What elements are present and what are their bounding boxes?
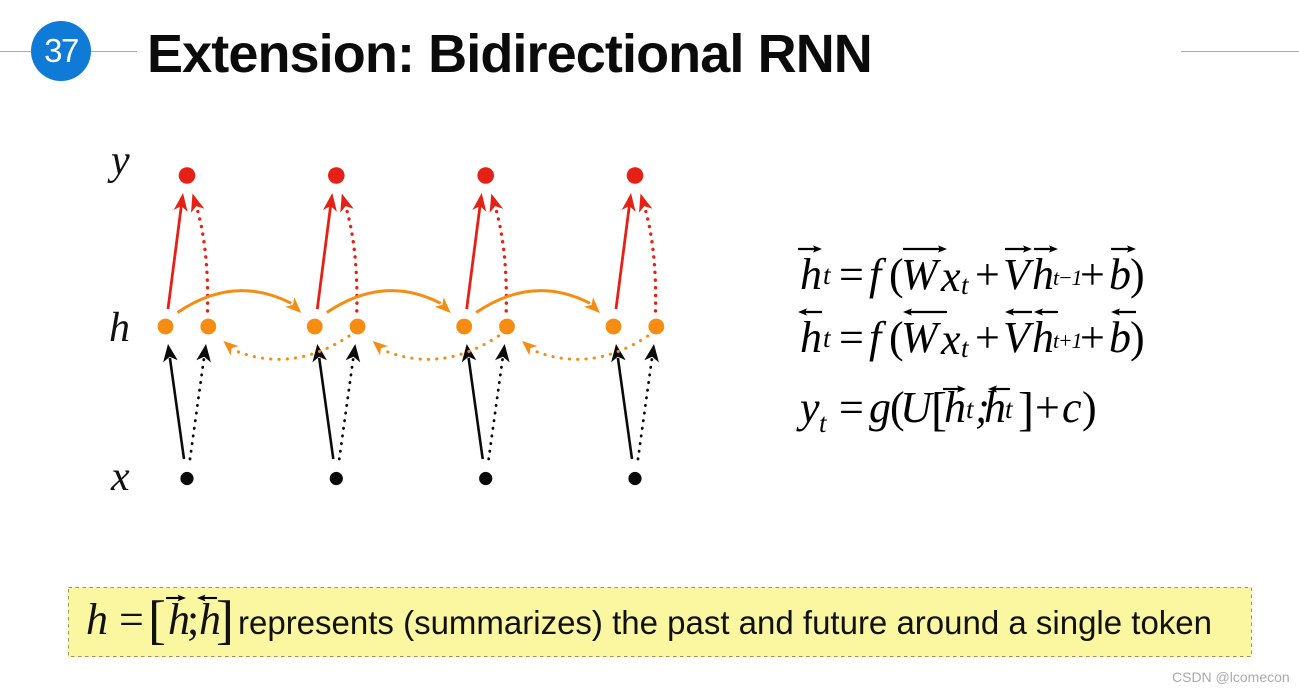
svg-text:t+1: t+1 bbox=[1053, 328, 1081, 353]
svg-text:=: = bbox=[839, 383, 864, 432]
svg-text:=: = bbox=[119, 595, 144, 644]
svg-text:W: W bbox=[901, 313, 941, 362]
svg-text:h: h bbox=[800, 250, 822, 299]
svg-text:t: t bbox=[823, 260, 832, 290]
svg-text:+: + bbox=[1080, 313, 1105, 362]
svg-text:V: V bbox=[1003, 313, 1035, 362]
svg-text:[: [ bbox=[931, 383, 947, 436]
svg-text:=: = bbox=[839, 313, 864, 362]
svg-text:h: h bbox=[800, 313, 822, 362]
svg-text:): ) bbox=[1130, 250, 1145, 299]
svg-text:+: + bbox=[1080, 250, 1105, 299]
svg-text:b: b bbox=[1109, 250, 1131, 299]
svg-text:+: + bbox=[1035, 383, 1060, 432]
svg-text:): ) bbox=[1082, 383, 1097, 432]
svg-text:g: g bbox=[869, 383, 891, 432]
svg-text:h: h bbox=[86, 595, 108, 644]
svg-text:U: U bbox=[900, 383, 935, 432]
svg-text:x: x bbox=[940, 252, 961, 301]
svg-text:h: h bbox=[984, 383, 1006, 432]
svg-text:[: [ bbox=[148, 590, 166, 650]
svg-text:;: ; bbox=[187, 595, 199, 644]
svg-text:(: ( bbox=[889, 250, 904, 299]
svg-text:h: h bbox=[1032, 313, 1054, 362]
svg-text:x: x bbox=[940, 315, 961, 364]
svg-text:t: t bbox=[961, 333, 970, 363]
svg-text:]: ] bbox=[216, 590, 234, 650]
svg-text:h: h bbox=[168, 595, 190, 644]
svg-text:(: ( bbox=[890, 383, 905, 432]
svg-text:t−1: t−1 bbox=[1053, 265, 1081, 290]
svg-text:t: t bbox=[823, 323, 832, 353]
svg-text:t: t bbox=[966, 394, 975, 424]
svg-text:h: h bbox=[109, 305, 130, 351]
svg-text:represents (summarizes) the pa: represents (summarizes) the past and fut… bbox=[238, 604, 1212, 641]
svg-text:h: h bbox=[944, 383, 966, 432]
svg-text:=: = bbox=[839, 250, 864, 299]
svg-text:V: V bbox=[1003, 250, 1035, 299]
svg-text:;: ; bbox=[975, 383, 990, 432]
svg-text:W: W bbox=[901, 250, 941, 299]
svg-text:b: b bbox=[1109, 313, 1131, 362]
svg-text:+: + bbox=[975, 250, 1000, 299]
svg-text:): ) bbox=[1130, 313, 1145, 362]
svg-text:y: y bbox=[107, 138, 130, 184]
svg-text:f: f bbox=[869, 250, 887, 299]
svg-text:h: h bbox=[1032, 250, 1054, 299]
svg-text:t: t bbox=[961, 270, 970, 300]
svg-text:+: + bbox=[975, 313, 1000, 362]
svg-text:]: ] bbox=[1018, 383, 1034, 436]
svg-text:(: ( bbox=[889, 313, 904, 362]
svg-text:h: h bbox=[199, 595, 221, 644]
svg-text:c: c bbox=[1062, 383, 1082, 432]
svg-text:t: t bbox=[819, 408, 828, 438]
svg-text:f: f bbox=[869, 313, 887, 362]
svg-text:t: t bbox=[1005, 394, 1014, 424]
svg-text:y: y bbox=[796, 383, 820, 432]
svg-text:x: x bbox=[110, 454, 130, 500]
